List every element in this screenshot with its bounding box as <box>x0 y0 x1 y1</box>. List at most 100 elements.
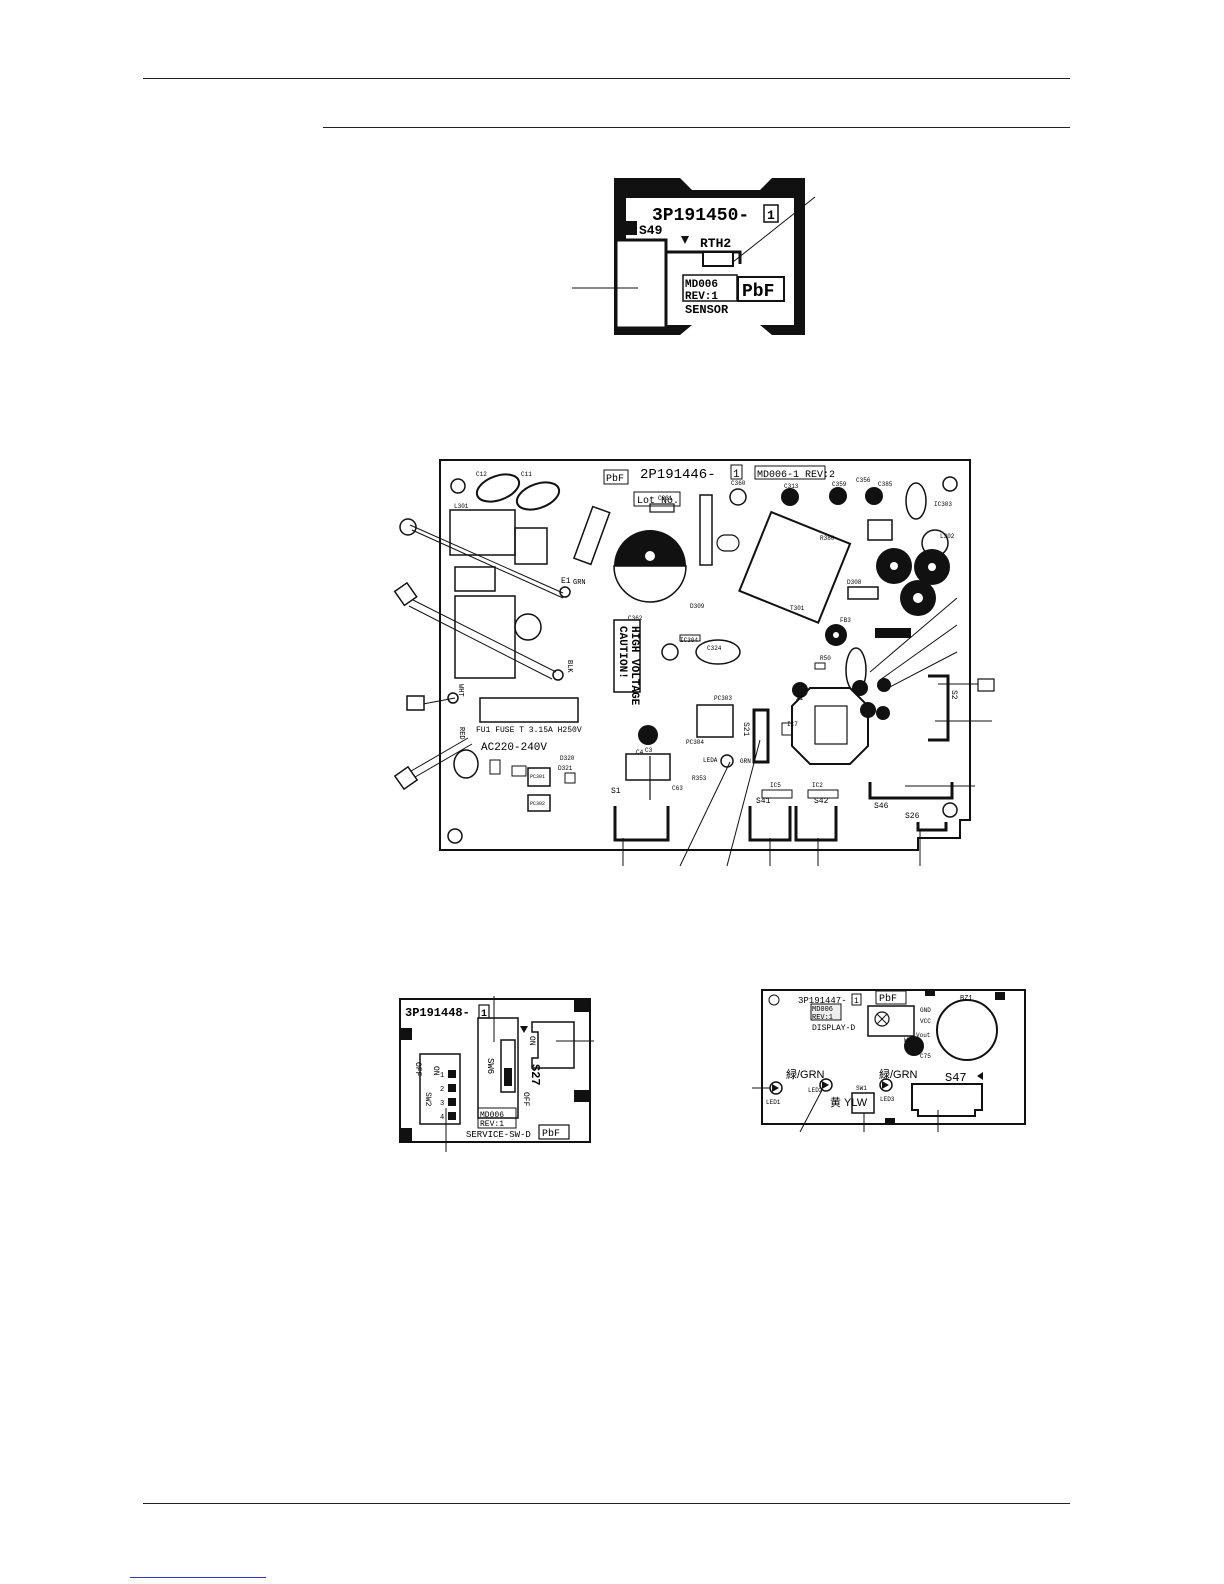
service-off-label: OFF <box>413 1062 422 1077</box>
fuse-label: FU1 FUSE T 3.15A H250V <box>476 726 582 735</box>
display-led2: LED2 <box>808 1087 823 1094</box>
service-board-code: MD006 <box>480 1111 504 1120</box>
service-sw-pcb: 3P191448- 1 SW2 ON OFF 1 2 3 4 SW6 ON S2… <box>399 996 594 1152</box>
ic-label: C313 <box>784 483 799 490</box>
service-on-label: ON <box>527 1036 536 1046</box>
callout-line <box>732 196 816 263</box>
ic-label: D309 <box>690 603 705 610</box>
service-pin: 1 <box>440 1072 444 1080</box>
ic-label: IC303 <box>934 501 952 508</box>
display-led2-color: 黄 YLW <box>830 1095 868 1109</box>
display-board-rev: REV:1 <box>812 1014 833 1022</box>
ic-label: FB3 <box>840 617 851 624</box>
ic-label: L301 <box>454 503 469 510</box>
callout-line <box>879 624 958 681</box>
service-pin: 3 <box>440 1100 444 1108</box>
display-led1-color: 緑/GRN <box>786 1067 825 1081</box>
main-part-no: 2P191446- <box>640 467 716 483</box>
main-board-code: MD006-1 REV:2 <box>757 470 835 481</box>
ic-label: C360 <box>731 480 746 487</box>
service-part-no: 3P191448- <box>405 1006 470 1020</box>
callout-line <box>869 597 958 673</box>
conn-s46: S46 <box>874 802 889 811</box>
e1-color: GRN <box>573 579 586 587</box>
display-gnd: GND <box>920 1007 931 1014</box>
ic-label: IC5 <box>770 782 781 789</box>
service-off-label: OFF <box>521 1092 530 1107</box>
header-rule-top <box>143 78 1070 79</box>
callout-line <box>887 651 958 689</box>
service-sw2: SW2 <box>423 1092 432 1107</box>
display-pcb: 3P191447- 1 MD006 REV:1 DISPLAY-D PbF WL… <box>752 989 1026 1133</box>
display-buzzer: BZ1 <box>960 995 973 1003</box>
sensor-rev-mark: 1 <box>767 208 775 223</box>
ic-label: PC304 <box>686 739 704 746</box>
display-part-no: 3P191447- <box>798 996 847 1006</box>
callout-line <box>726 739 761 867</box>
sensor-board-name: SENSOR <box>685 303 729 317</box>
e1-label: E1 <box>561 577 571 586</box>
sensor-connector-label: S49 <box>639 223 663 238</box>
conn-s1: S1 <box>611 787 621 796</box>
ic-label: PC303 <box>714 695 732 702</box>
footer-rule <box>143 1503 1070 1504</box>
caution-line1: CAUTION! <box>616 626 628 679</box>
service-pin: 2 <box>440 1086 444 1094</box>
display-vcc: VCC <box>920 1018 931 1025</box>
ic-label: C4 <box>636 749 644 756</box>
service-pbf: PbF <box>542 1128 560 1140</box>
conn-s2: S2 <box>949 690 958 700</box>
ic-label: C11 <box>521 471 532 478</box>
led-a-label: LEDA <box>703 757 718 764</box>
display-pbf: PbF <box>879 993 897 1005</box>
led-a-color: GRN <box>740 758 751 765</box>
ic-label: D308 <box>847 579 862 586</box>
ic-label: T301 <box>790 605 805 612</box>
wht-label: WHT <box>456 684 464 697</box>
sensor-board-code: MD006 <box>685 279 718 291</box>
red-label: RED <box>457 727 465 740</box>
sensor-part-no: 3P191450- <box>652 206 749 226</box>
service-board-rev: REV:1 <box>480 1120 504 1129</box>
footer-link-underline[interactable] <box>130 1577 266 1578</box>
ic-label: C12 <box>476 471 487 478</box>
display-led3-color: 緑/GRN <box>879 1067 918 1081</box>
ic-label: C63 <box>672 785 683 792</box>
ic-label: R50 <box>820 655 831 662</box>
display-vout: Vout <box>916 1032 930 1039</box>
ic-label: R353 <box>692 775 707 782</box>
sensor-pcb: 3P191450- 1 S49 RTH2 MD006 REV:1 SENSOR … <box>572 178 816 335</box>
voltage-label: AC220-240V <box>481 742 547 754</box>
header-rule-sub <box>323 127 1070 128</box>
ic-label: PC301 <box>530 774 545 780</box>
ic-label: D320 <box>560 755 575 762</box>
callout-line <box>679 761 731 867</box>
conn-s41: S41 <box>756 797 771 806</box>
display-cap: C75 <box>920 1053 931 1060</box>
display-board-name: DISPLAY-D <box>812 1024 855 1033</box>
ic-label: D321 <box>558 765 573 772</box>
ic-label: IC7 <box>787 721 798 728</box>
ic-label: C385 <box>878 481 893 488</box>
service-pin: 4 <box>440 1114 444 1122</box>
ic-label: X1 <box>796 695 804 702</box>
ic-label: C362 <box>628 615 643 622</box>
blk-label: BLK <box>565 660 573 673</box>
service-on-label: ON <box>431 1066 440 1076</box>
service-rev-mark: 1 <box>481 1009 487 1020</box>
callout-line <box>799 1089 823 1133</box>
sensor-pbf: PbF <box>742 282 774 302</box>
display-led3: LED3 <box>880 1096 895 1103</box>
ic-label: C331 <box>658 495 673 502</box>
service-board-name: SERVICE-SW-D <box>466 1130 531 1140</box>
service-sw6: SW6 <box>485 1058 495 1074</box>
main-lot-label: Lot No. <box>637 496 679 507</box>
display-sw1: SW1 <box>856 1085 867 1092</box>
ic-label: C324 <box>707 645 722 652</box>
conn-s26: S26 <box>905 812 920 821</box>
main-rev-mark: 1 <box>733 469 740 481</box>
sensor-board-rev: REV:1 <box>685 291 718 303</box>
conn-s42: S42 <box>814 797 829 806</box>
ic-label: L302 <box>940 533 955 540</box>
